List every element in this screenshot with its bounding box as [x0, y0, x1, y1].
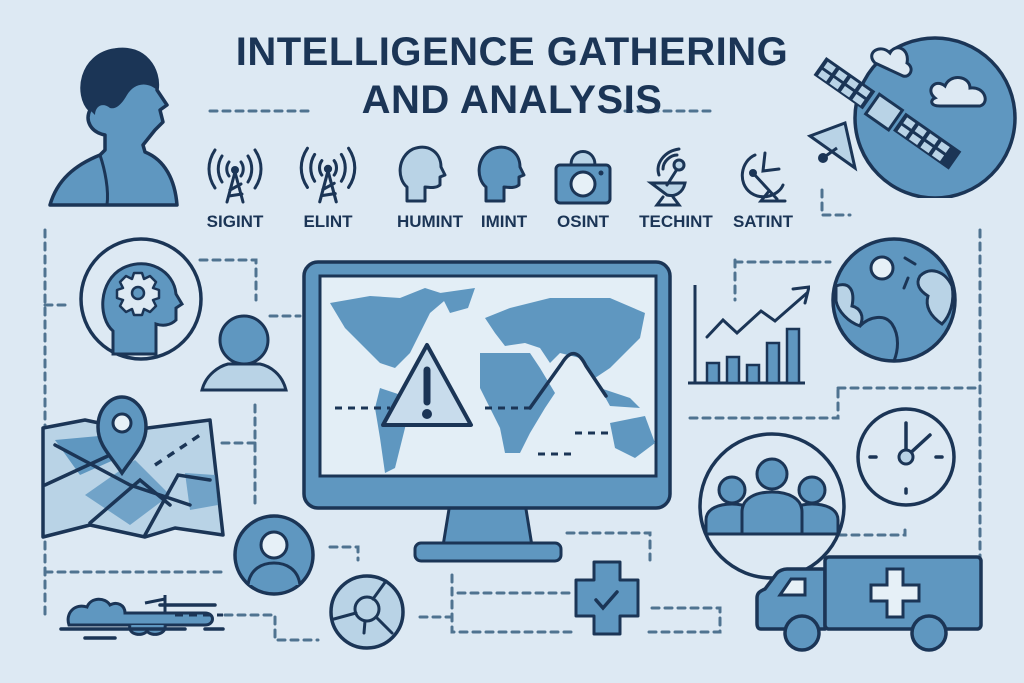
satellite-globe-icon [806, 36, 1017, 198]
label-satint: SATINT [732, 212, 794, 231]
radio-tower-icon [299, 146, 357, 204]
clock-icon [856, 407, 956, 507]
head-profile-icon [398, 145, 447, 203]
title-line-1: INTELLIGENCE GATHERING [235, 30, 789, 74]
satellite-dish-icon [740, 151, 787, 203]
title-line-2: AND ANALYSIS [361, 78, 663, 122]
camera-icon [554, 150, 612, 205]
map-pin-icon [41, 395, 225, 539]
label-elint: ELINT [303, 212, 353, 231]
head-profile-icon [477, 145, 526, 203]
group-icon [698, 432, 846, 580]
globe-icon [831, 237, 957, 363]
bar-chart-trend-icon [688, 285, 810, 385]
radio-tower-icon [207, 148, 263, 204]
person-silhouette-icon [48, 47, 179, 207]
label-sigint: SIGINT [206, 212, 264, 231]
label-techint: TECHINT [639, 212, 713, 231]
monitor-world-map [302, 260, 672, 563]
brain-gear-icon [79, 237, 203, 361]
ambulance-icon [755, 555, 983, 652]
label-humint: HUMINT [396, 212, 464, 231]
user-icon [200, 314, 288, 392]
warning-icon [381, 343, 473, 427]
user-circle-icon [233, 514, 315, 596]
airplane-clouds-icon [59, 595, 225, 640]
satellite-dish-icon [646, 147, 687, 207]
label-osint: OSINT [557, 212, 609, 231]
target-wheel-icon [329, 574, 405, 650]
medical-cross-check-icon [574, 560, 640, 636]
label-imint: IMINT [480, 212, 528, 231]
